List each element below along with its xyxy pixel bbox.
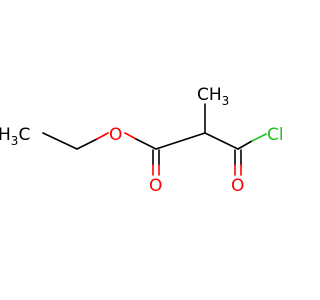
bond-acyl-cl-green [251, 133, 267, 142]
atom-ester-carbonyl-o: O [149, 176, 162, 196]
bond-ch2-o-red [96, 132, 109, 140]
bond-acyl-cl [237, 140, 253, 150]
atom-left-methyl-sub: 3 [11, 134, 19, 148]
atom-left-methyl-h: H [0, 125, 11, 145]
atom-chlorine: Cl [267, 125, 284, 145]
bond-o-c [135, 138, 157, 150]
bond-c-ch [155, 132, 206, 150]
atom-top-methyl: CH3 [197, 85, 229, 108]
atom-acyl-o: O [231, 176, 244, 196]
atom-left-methyl: H3C [0, 125, 30, 148]
bond-ch3-ch2 [42, 132, 78, 150]
atom-ester-o: O [109, 125, 122, 145]
bond-o-c-red [124, 132, 137, 140]
bond-ch-acyl [204, 132, 239, 150]
atom-top-methyl-sub: 3 [222, 94, 230, 108]
atom-left-methyl-c: C [18, 125, 30, 145]
molecule-structure: H3C O O CH3 O Cl [0, 85, 284, 196]
bonds [42, 103, 267, 176]
atom-top-methyl-ch: CH [197, 85, 222, 105]
atom-labels: H3C O O CH3 O Cl [0, 85, 284, 196]
bond-ch2-o [76, 138, 98, 150]
